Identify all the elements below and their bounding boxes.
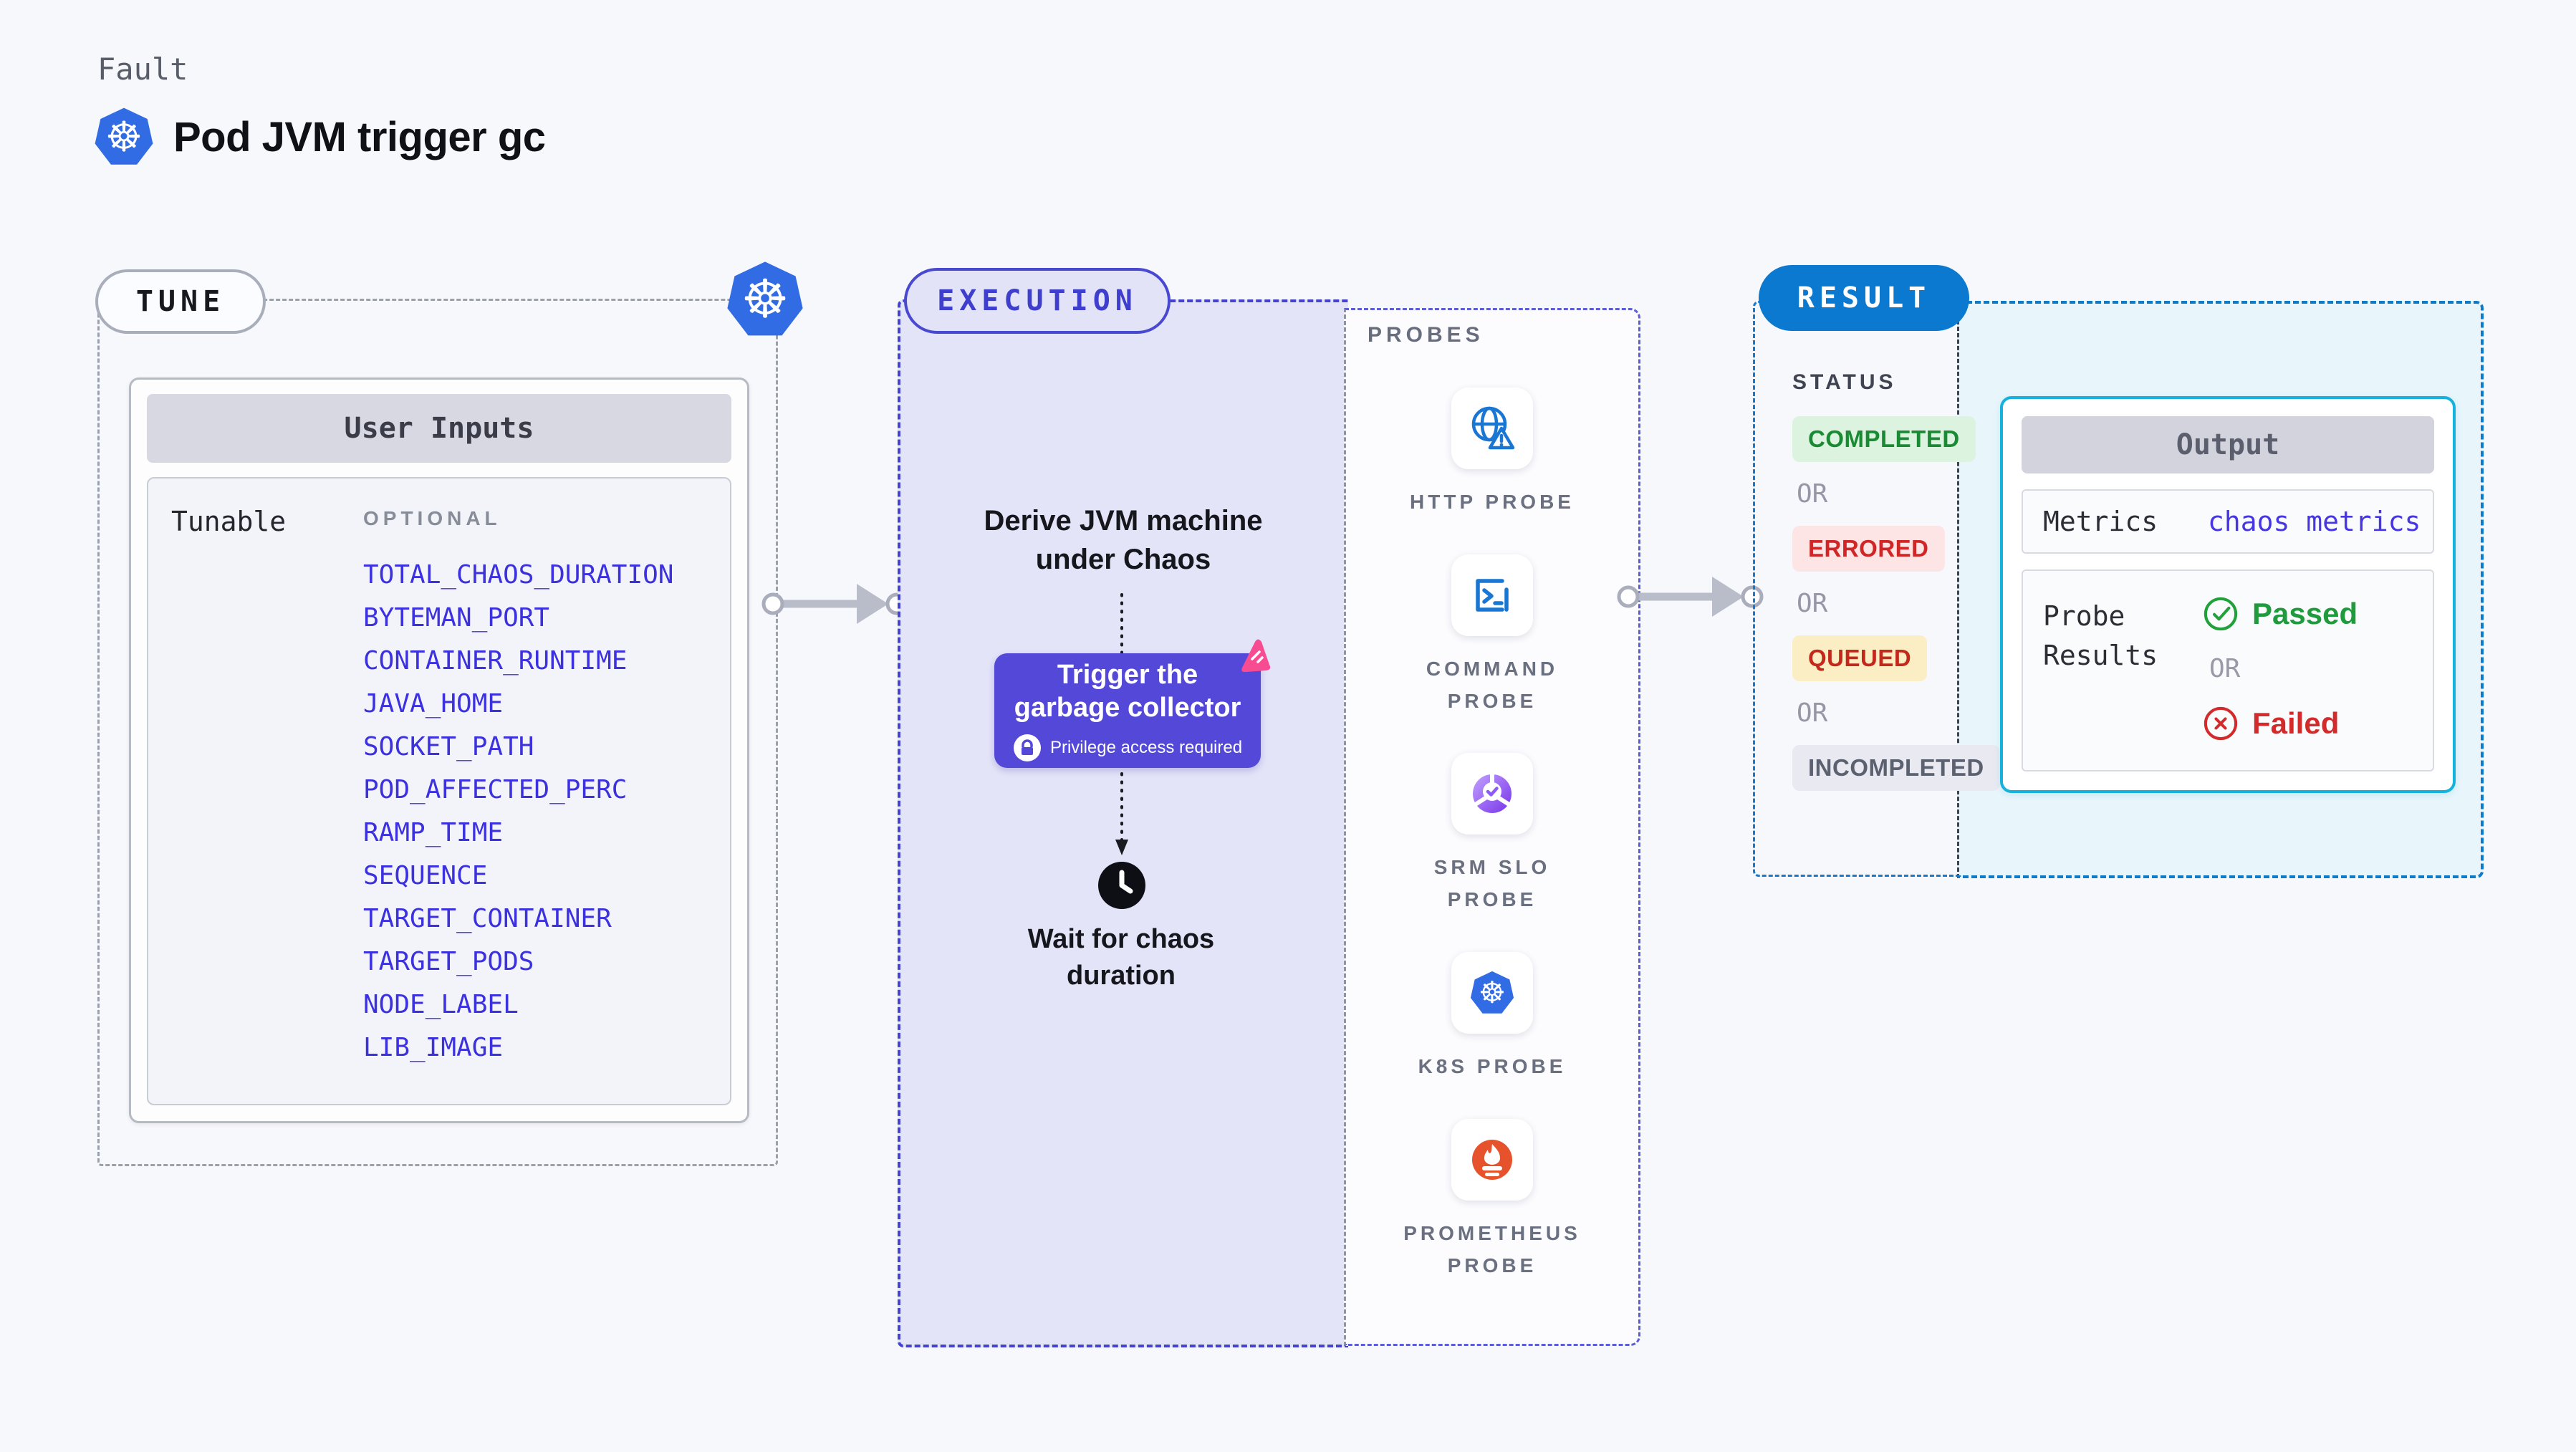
result-pill: RESULT [1759,265,1969,331]
env-var-link[interactable]: CONTAINER_RUNTIME [363,646,628,675]
lock-icon [1013,734,1041,761]
probe-label: HTTP PROBE [1410,491,1575,513]
wait-step-label: Wait for chaos duration [1027,924,1215,991]
env-var-link[interactable]: RAMP_TIME [363,818,504,847]
dotted-arrow-down-icon [1115,772,1128,855]
metrics-value-link[interactable]: chaos metrics [2208,506,2421,537]
or-label: OR [1797,698,1828,728]
tunable-table: Tunable OPTIONAL TOTAL_CHAOS_DURATION BYT… [147,477,731,1105]
probe-results-row: Probe Results Passed OR Failed [2022,569,2434,771]
x-circle-icon [2203,706,2238,741]
probe-label: PROMETHEUS PROBE [1403,1221,1581,1276]
arrow-tune-to-execution [761,584,908,624]
http-probe[interactable]: HTTP PROBE [1403,388,1582,519]
probe-stack: HTTP PROBE COMMAND PROBE [1346,388,1638,1282]
or-label: OR [2209,654,2241,683]
status-badge-incompleted: INCOMPLETED [1792,745,2000,791]
srm-slo-probe[interactable]: SRM SLO PROBE [1403,753,1582,916]
env-var-list: TOTAL_CHAOS_DURATION BYTEMAN_PORT CONTAINE… [363,562,716,1062]
probe-results-label: Probe Results [2043,600,2158,672]
status-badge-queued: QUEUED [1792,635,1928,681]
command-probe[interactable]: COMMAND PROBE [1403,554,1582,718]
status-badge-completed: COMPLETED [1792,416,1976,462]
failed-line: Failed [2202,705,2358,742]
user-inputs-title: User Inputs [147,394,731,463]
user-inputs-card: User Inputs Tunable OPTIONAL TOTAL_CHAOS… [129,378,749,1123]
env-var-link[interactable]: TARGET_CONTAINER [363,904,612,933]
probe-card [1451,753,1533,835]
output-title: Output [2022,416,2434,473]
probe-label: SRM SLO PROBE [1433,856,1551,911]
env-var-link[interactable]: SOCKET_PATH [363,732,534,761]
probes-section-box: PROBES HTTP PROBE [1344,308,1640,1346]
tune-section-box [97,299,778,1166]
clock-icon [1098,862,1145,909]
env-var-link[interactable]: BYTEMAN_PORT [363,603,550,633]
probe-card [1451,554,1533,636]
probe-card [1451,1118,1533,1201]
metrics-label: Metrics [2043,506,2158,537]
trigger-gc-node[interactable]: Trigger the garbage collector Privilege … [994,639,1271,768]
env-var-link[interactable]: LIB_IMAGE [363,1033,504,1062]
output-card: Output Metrics chaos metrics Probe Resul… [2000,396,2456,793]
chaos-experiment-icon [1241,639,1271,673]
k8s-probe[interactable]: ☸ K8S PROBE [1403,951,1582,1083]
execution-pill: EXECUTION [904,268,1171,334]
slo-donut-check-icon [1473,773,1512,814]
probe-label: COMMAND PROBE [1426,657,1559,712]
title-row: ☸ Pod JVM trigger gc [93,106,546,168]
derive-step-label: Derive JVM machine under Chaos [984,505,1263,575]
kubernetes-icon: ☸ [1470,971,1514,1014]
probe-card [1451,388,1533,469]
failed-label: Failed [2252,706,2340,740]
kubernetes-icon: ☸ [727,261,803,336]
probes-header: PROBES [1368,323,1484,347]
privilege-note: Privilege access required [1013,734,1242,762]
kubernetes-icon: ☸ [95,107,153,165]
trigger-gc-title: Trigger the garbage collector [1014,660,1241,723]
check-circle-icon [2203,597,2238,631]
terminal-icon [1476,579,1509,612]
or-label: OR [1797,589,1828,618]
status-badge-errored: ERRORED [1792,526,1945,572]
page-title: Pod JVM trigger gc [173,113,546,160]
metrics-row: Metrics chaos metrics [2022,489,2434,554]
passed-line: Passed [2202,595,2358,633]
env-var-link[interactable]: NODE_LABEL [363,990,519,1019]
fault-kicker: Fault [97,52,188,87]
optional-column: OPTIONAL TOTAL_CHAOS_DURATION BYTEMAN_POR… [363,507,716,1062]
tunable-row-label: Tunable [171,506,287,537]
probe-label: K8S PROBE [1418,1054,1567,1077]
status-header: STATUS [1792,370,1897,394]
prometheus-flame-icon [1472,1139,1512,1180]
privilege-note-text: Privilege access required [1049,737,1243,757]
probe-results-values: Passed OR Failed [2202,595,2358,770]
status-list: COMPLETED OR ERRORED OR QUEUED OR INCOMP… [1792,416,2000,791]
arrow-execution-to-result [1617,577,1764,617]
probe-card: ☸ [1451,951,1533,1034]
tune-pill: TUNE [95,269,266,334]
env-var-link[interactable]: TOTAL_CHAOS_DURATION [363,560,674,590]
env-var-link[interactable]: TARGET_PODS [363,947,534,976]
prometheus-probe[interactable]: PROMETHEUS PROBE [1403,1118,1582,1282]
env-var-link[interactable]: JAVA_HOME [363,689,504,718]
or-label: OR [1797,479,1828,509]
passed-label: Passed [2252,597,2358,630]
env-var-link[interactable]: POD_AFFECTED_PERC [363,775,628,804]
optional-header: OPTIONAL [363,507,501,529]
result-status-box: STATUS COMPLETED OR ERRORED OR QUEUED OR… [1753,301,2000,877]
globe-alert-icon [1471,406,1515,450]
env-var-link[interactable]: SEQUENCE [363,861,488,890]
